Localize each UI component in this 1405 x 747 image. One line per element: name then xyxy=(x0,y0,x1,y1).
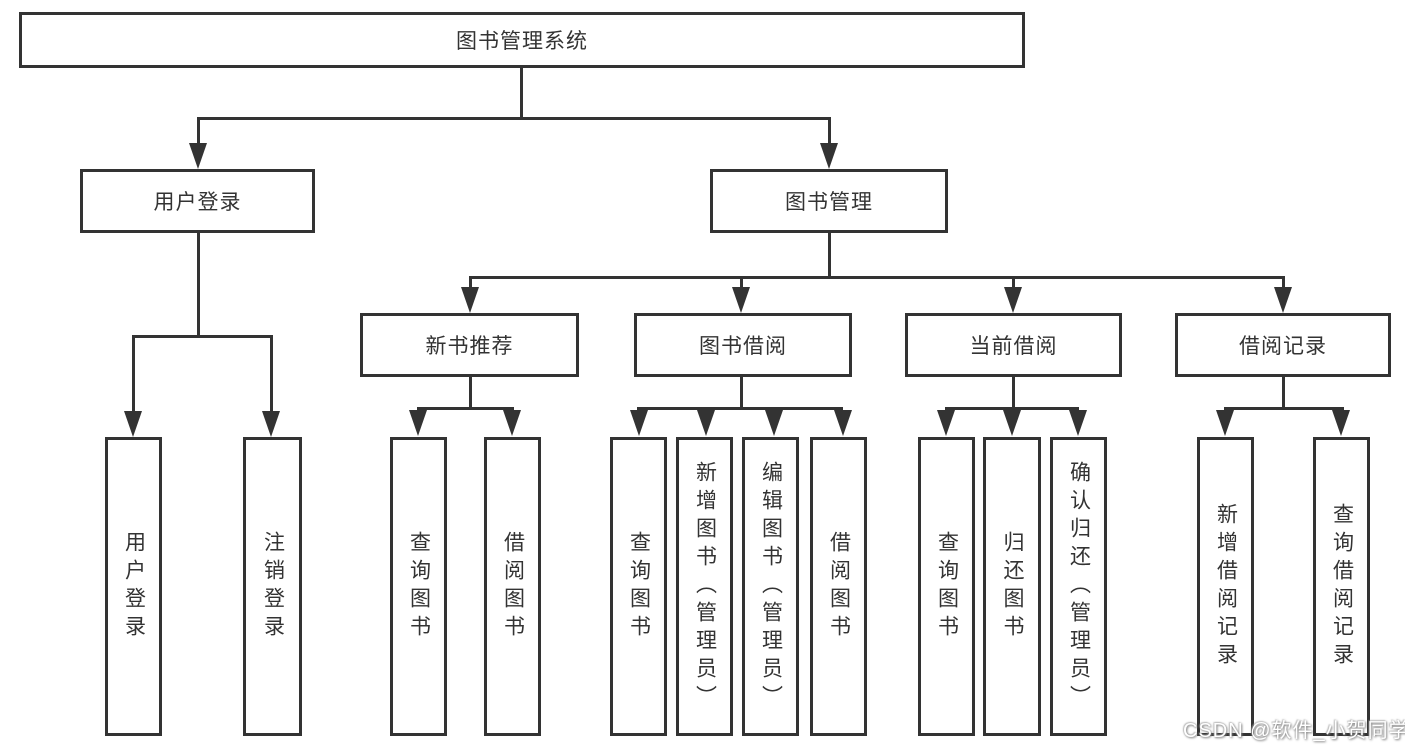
connector-stem-leaf-logout xyxy=(270,335,273,425)
node-current-borrow-label: 当前借阅 xyxy=(969,335,1058,358)
arrowhead-leaf-borrow-books-1 xyxy=(503,410,521,436)
leaf-add-borrow-record-label: 新增借阅记录 xyxy=(1214,502,1238,671)
arrowhead-leaf-confirm-return xyxy=(1069,410,1087,436)
connector-stem-new-book xyxy=(469,276,472,296)
leaf-borrow-books-2-label: 借阅图书 xyxy=(827,530,851,643)
node-book-management: 图书管理 xyxy=(710,169,948,233)
leaf-borrow-books-1: 借阅图书 xyxy=(484,437,541,736)
node-new-book-recommend: 新书推荐 xyxy=(360,313,579,377)
connector-stem-leaf-login xyxy=(132,335,135,425)
leaf-user-login: 用户登录 xyxy=(105,437,162,736)
leaf-confirm-return-admin-label: 确认归还（管理员） xyxy=(1067,460,1091,713)
connector-current-borrow-branch xyxy=(945,407,1079,410)
arrowhead-leaf-add-record xyxy=(1216,410,1234,436)
connector-new-book-branch xyxy=(417,407,514,410)
node-user-login: 用户登录 xyxy=(80,169,315,233)
leaf-logout-label: 注销登录 xyxy=(261,530,285,643)
leaf-query-borrow-record: 查询借阅记录 xyxy=(1313,437,1370,736)
node-borrow-record: 借阅记录 xyxy=(1175,313,1391,377)
arrowhead-leaf-borrow-books-2 xyxy=(834,410,852,436)
leaf-user-login-label: 用户登录 xyxy=(122,530,146,643)
arrowhead-leaf-query-books-3 xyxy=(937,410,955,436)
node-new-book-recommend-label: 新书推荐 xyxy=(425,335,514,358)
watermark: CSDN @软件_小贺同学 xyxy=(1183,720,1405,742)
connector-borrow-record-branch xyxy=(1224,407,1344,410)
leaf-return-book-label: 归还图书 xyxy=(1001,530,1024,643)
connector-book-management-stem xyxy=(828,233,831,279)
connector-stem-book-management xyxy=(828,117,831,147)
connector-stem-borrow-record xyxy=(1282,276,1285,296)
arrowhead-leaf-query-record xyxy=(1332,410,1350,436)
connector-stem-current-borrow xyxy=(1012,276,1015,296)
connector-level3-branch xyxy=(469,276,1285,279)
leaf-borrow-books-2: 借阅图书 xyxy=(810,437,867,736)
connector-root-stem xyxy=(520,67,523,119)
node-root: 图书管理系统 xyxy=(19,12,1025,68)
leaf-confirm-return-admin: 确认归还（管理员） xyxy=(1050,437,1107,736)
arrowhead-leaf-add-book xyxy=(697,410,715,436)
leaf-query-books-3-label: 查询图书 xyxy=(935,530,959,643)
node-user-login-label: 用户登录 xyxy=(153,191,242,214)
connector-new-book-stem xyxy=(469,377,472,409)
node-root-label: 图书管理系统 xyxy=(456,30,588,53)
arrowhead-current-borrow xyxy=(1004,287,1022,313)
leaf-add-book-admin: 新增图书（管理员） xyxy=(676,437,733,736)
leaf-query-books-1: 查询图书 xyxy=(390,437,447,736)
arrowhead-leaf-login xyxy=(124,411,142,437)
connector-book-borrow-stem xyxy=(740,377,743,409)
leaf-edit-book-admin-label: 编辑图书（管理员） xyxy=(759,460,783,713)
connector-user-login-stem xyxy=(197,233,200,338)
leaf-add-book-admin-label: 新增图书（管理员） xyxy=(693,460,717,713)
leaf-query-books-2: 查询图书 xyxy=(610,437,667,736)
leaf-add-borrow-record: 新增借阅记录 xyxy=(1197,437,1254,736)
connector-user-login-branch xyxy=(132,335,273,338)
leaf-edit-book-admin: 编辑图书（管理员） xyxy=(742,437,799,736)
leaf-logout: 注销登录 xyxy=(243,437,302,736)
arrowhead-borrow-record xyxy=(1274,287,1292,313)
node-borrow-record-label: 借阅记录 xyxy=(1239,335,1327,358)
leaf-return-book: 归还图书 xyxy=(983,437,1041,736)
node-book-borrow: 图书借阅 xyxy=(634,313,852,377)
arrowhead-leaf-edit-book xyxy=(765,410,783,436)
leaf-query-books-1-label: 查询图书 xyxy=(407,530,431,643)
node-book-management-label: 图书管理 xyxy=(785,191,873,214)
connector-current-borrow-stem xyxy=(1012,377,1015,409)
arrowhead-leaf-return-book xyxy=(1003,410,1021,436)
node-current-borrow: 当前借阅 xyxy=(905,313,1122,377)
arrowhead-user-login xyxy=(189,143,207,169)
node-book-borrow-label: 图书借阅 xyxy=(699,335,787,358)
connector-borrow-record-stem xyxy=(1282,377,1285,409)
leaf-query-books-3: 查询图书 xyxy=(918,437,975,736)
leaf-borrow-books-1-label: 借阅图书 xyxy=(501,530,525,643)
arrowhead-book-borrow xyxy=(732,287,750,313)
leaf-query-books-2-label: 查询图书 xyxy=(627,530,651,643)
arrowhead-new-book xyxy=(461,287,479,313)
connector-book-borrow-branch xyxy=(637,407,843,410)
arrowhead-leaf-logout xyxy=(262,411,280,437)
connector-stem-user-login xyxy=(197,117,200,147)
connector-stem-book-borrow xyxy=(740,276,743,296)
arrowhead-book-management xyxy=(820,143,838,169)
arrowhead-leaf-query-books-2 xyxy=(630,410,648,436)
connector-root-branch xyxy=(197,117,831,120)
leaf-query-borrow-record-label: 查询借阅记录 xyxy=(1330,502,1354,671)
arrowhead-leaf-query-books-1 xyxy=(409,410,427,436)
